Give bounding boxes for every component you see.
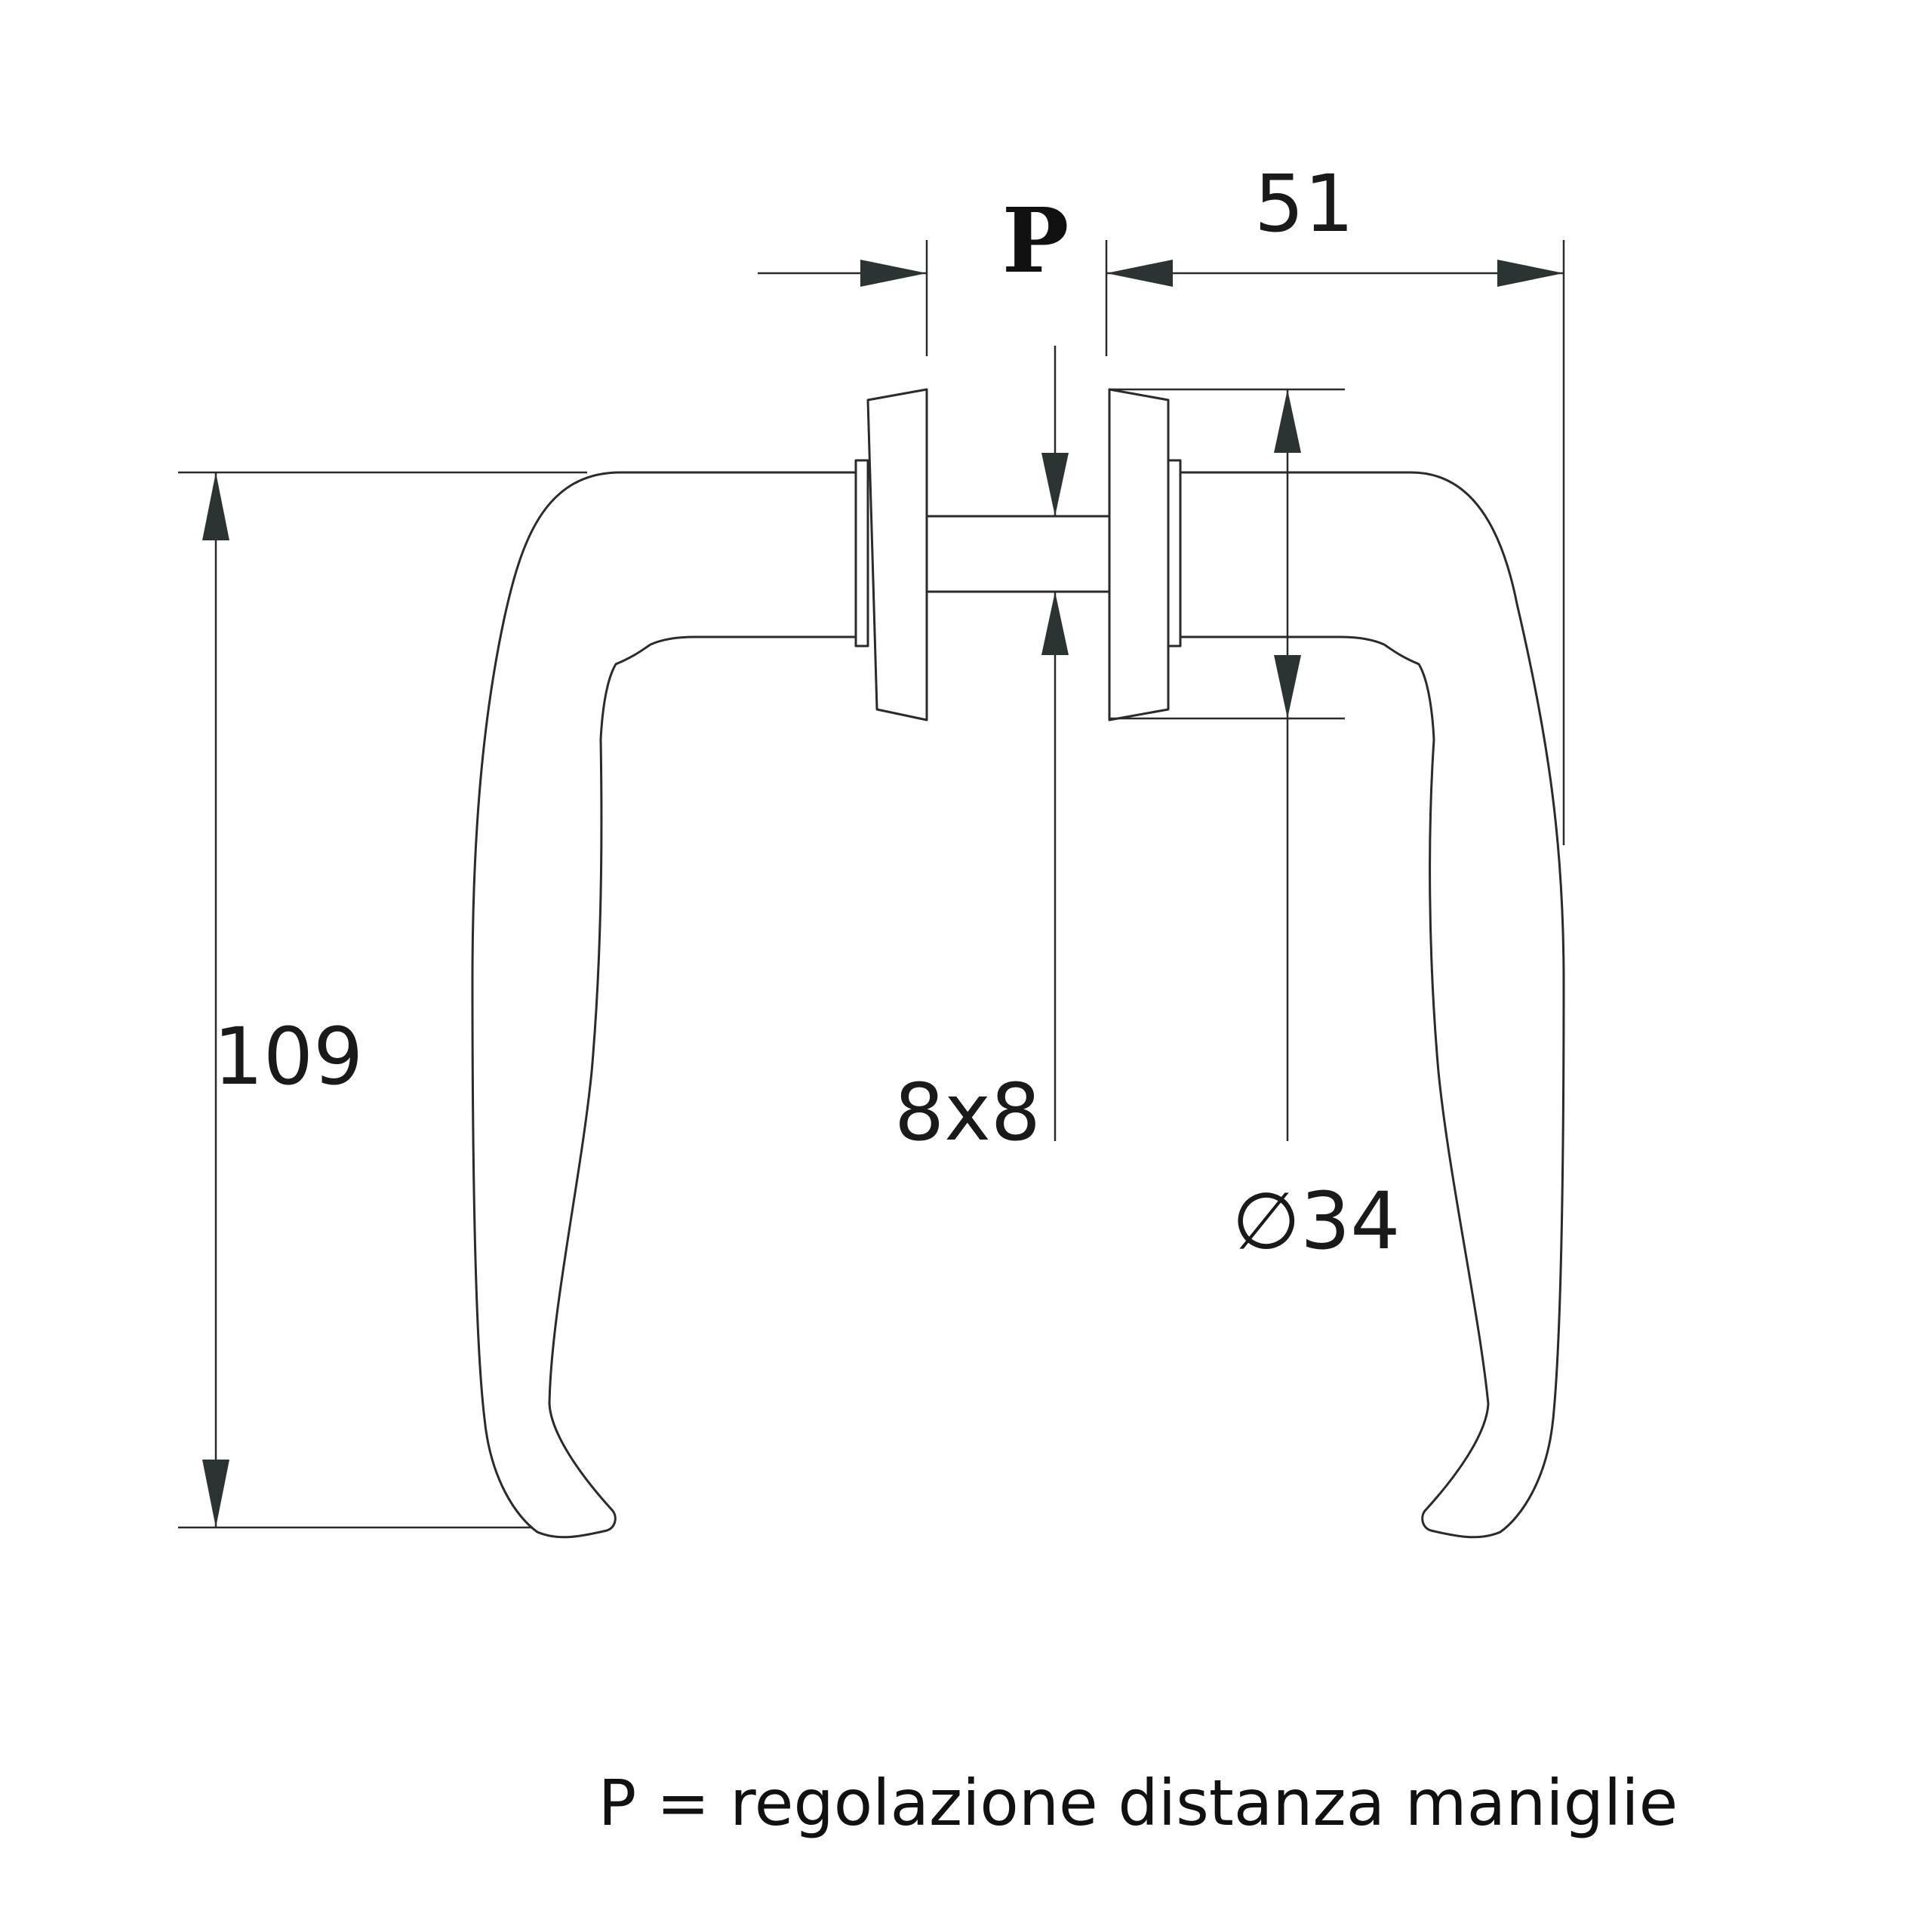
height-arrow-top: [202, 472, 229, 540]
rose-diameter-label: ∅34: [1232, 1175, 1401, 1267]
left-rose-plate: [866, 388, 928, 721]
left-rose-ring: [854, 459, 869, 648]
spindle: [925, 515, 1111, 593]
caption: P = regolazione distanza maniglie: [598, 1766, 1678, 1840]
rose-arrow-top: [1274, 389, 1301, 453]
width-arrow-right: [1497, 260, 1564, 287]
width-arrow-left: [1106, 260, 1173, 287]
right-rose-plate: [1108, 388, 1170, 721]
spindle-label: 8x8: [894, 1066, 1041, 1158]
width-label: 51: [1254, 158, 1354, 250]
rose-arrow-bottom: [1274, 655, 1301, 718]
right-rose-ring: [1167, 459, 1182, 648]
p-arrow: [860, 260, 927, 287]
spindle-arrow-top: [1041, 453, 1069, 516]
height-label: 109: [214, 1011, 364, 1103]
height-arrow-bottom: [202, 1460, 229, 1527]
right-lever-outline: [1179, 471, 1565, 1539]
spindle-arrow-bottom: [1041, 592, 1069, 655]
p-label: P: [1002, 188, 1069, 293]
left-lever-outline: [471, 471, 857, 1539]
